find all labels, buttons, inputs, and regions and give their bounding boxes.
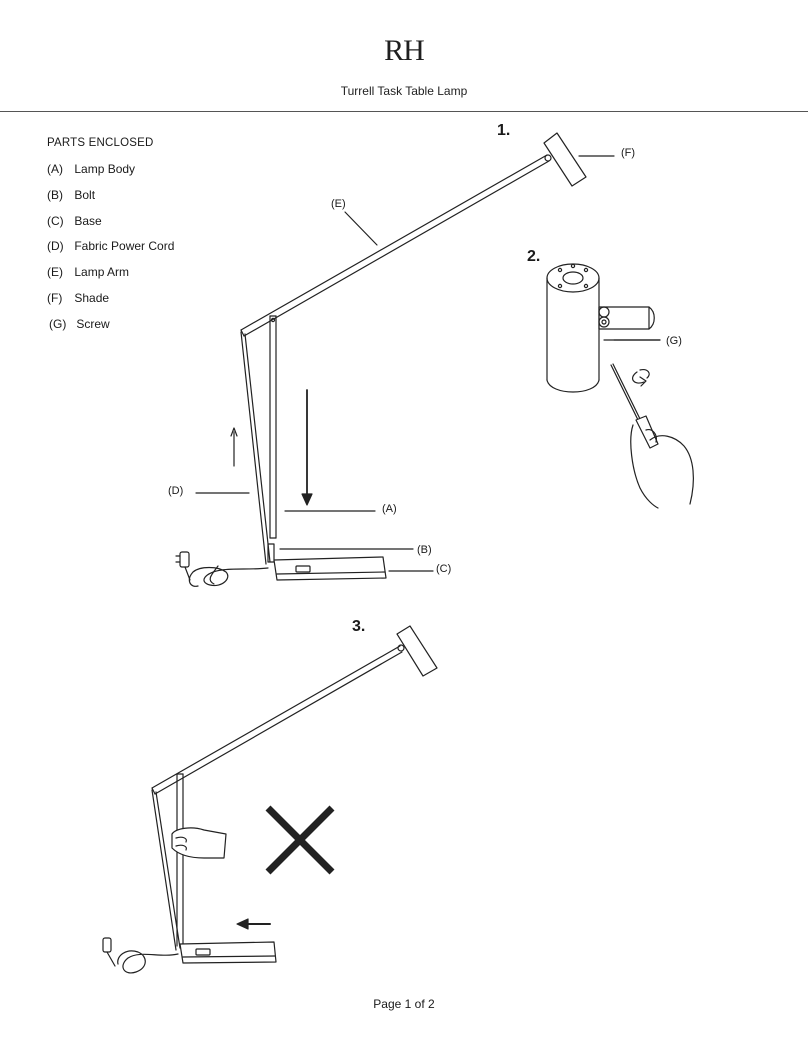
part-code: (D) [47,239,64,253]
step-number-1: 1. [497,122,511,139]
part-code: (G) [49,317,67,331]
part-item-b: (B) Bolt [47,188,95,202]
part-code: (B) [47,188,63,202]
part-label: Base [74,214,102,228]
part-label: Lamp Arm [74,265,130,279]
callout-a: (A) [382,503,397,515]
step2-detail-drawing [546,263,694,509]
header-divider [0,111,808,112]
part-code: (C) [47,214,64,228]
part-item-f: (F) Shade [47,291,109,305]
part-item-c: (C) Base [47,214,102,228]
part-item-e: (E) Lamp Arm [47,265,129,279]
part-code: (E) [47,265,63,279]
parts-heading: PARTS ENCLOSED [47,137,154,149]
leader-e [344,211,378,246]
part-label: Screw [76,317,110,331]
part-item-a: (A) Lamp Body [47,162,135,176]
callout-d: (D) [168,485,184,497]
document-title: Turrell Task Table Lamp [340,84,468,98]
step3-lamp-drawing [102,625,438,974]
callout-g: (G) [666,335,682,347]
callout-c: (C) [436,563,452,575]
callout-e: (E) [331,198,346,210]
part-item-g: (G) Screw [49,317,110,331]
step-number-3: 3. [352,618,366,635]
part-item-d: (D) Fabric Power Cord [47,239,174,253]
part-label: Lamp Body [74,162,136,176]
part-code: (F) [47,291,63,305]
step-number-2: 2. [527,248,541,265]
step1-lamp-drawing [175,132,587,587]
callout-f: (F) [621,147,636,159]
part-label: Bolt [74,188,96,202]
brand-logo: RH [384,34,425,67]
page-number: Page 1 of 2 [373,997,435,1011]
callout-b: (B) [417,544,432,556]
part-code: (A) [47,162,63,176]
part-label: Fabric Power Cord [74,239,175,253]
part-label: Shade [74,291,110,305]
